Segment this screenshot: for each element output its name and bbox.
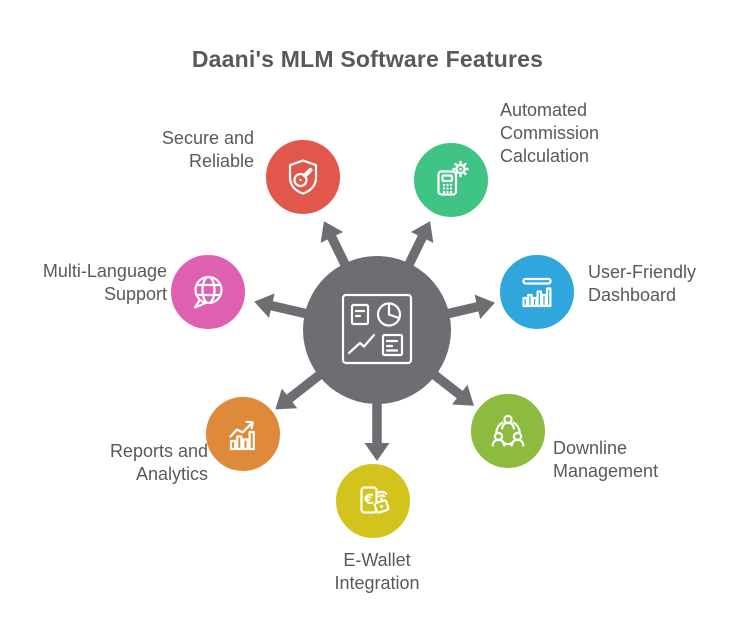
feature-label-multi-language: Multi-Language Support [42, 261, 167, 304]
feature-label-user-friendly-dashboard: User-Friendly Dashboard [588, 262, 697, 305]
hub-arrows [254, 221, 495, 461]
feature-bubble-secure-reliable [263, 137, 343, 217]
feature-label-secure-reliable: Secure and Reliable [161, 128, 254, 171]
feature-bubble-user-friendly-dashboard [497, 252, 577, 332]
shield-gauge-icon [288, 159, 318, 195]
feature-bubble-e-wallet: € [333, 461, 413, 541]
analytics-board-icon [341, 293, 413, 365]
feature-label-automated-commission: Automated Commission Calculation [500, 100, 600, 166]
feature-bubble-multi-language [168, 252, 248, 332]
feature-bubble-downline-management [468, 391, 548, 471]
svg-text:€: € [363, 492, 374, 508]
feature-label-reports-analytics: Reports and Analytics [109, 441, 208, 484]
hub-circle [303, 256, 451, 404]
feature-label-e-wallet: E-Wallet Integration [334, 550, 420, 593]
calculator-gear-icon [437, 160, 469, 196]
e-wallet-icon: € [360, 486, 390, 514]
page-title: Daani's MLM Software Features [191, 46, 544, 72]
team-network-icon [491, 414, 525, 447]
feature-bubble-reports-analytics [203, 394, 283, 474]
language-globe-icon [193, 275, 223, 309]
dashboard-bars-icon [522, 277, 552, 308]
feature-bubble-automated-commission [411, 140, 491, 220]
growth-chart-icon [229, 420, 255, 451]
feature-label-downline-management: Downline Management [553, 438, 659, 481]
